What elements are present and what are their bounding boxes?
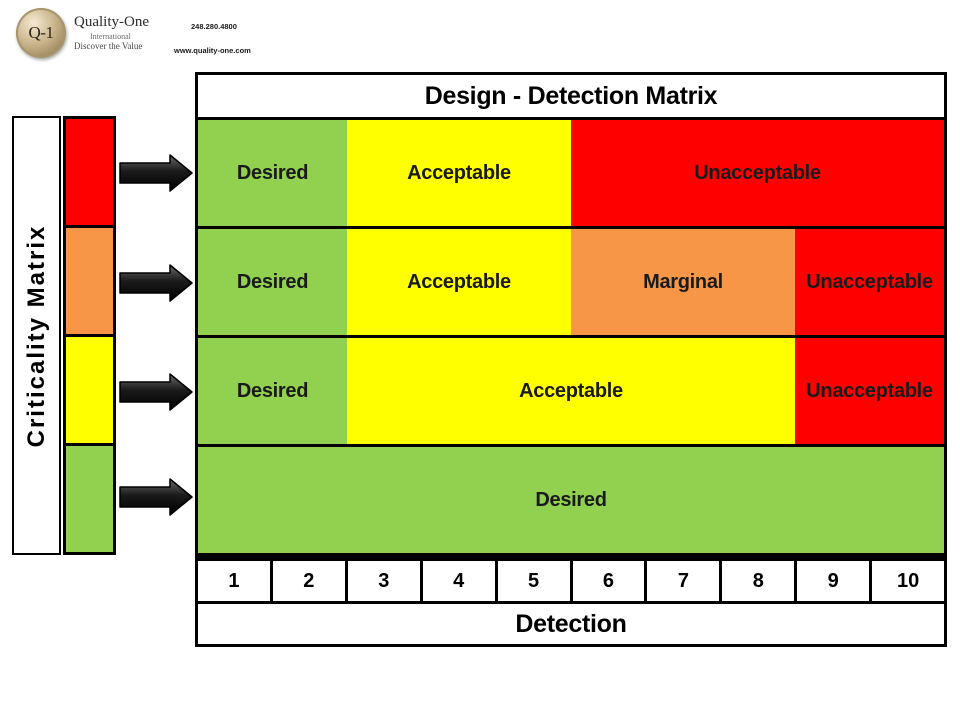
matrix-cell-unacceptable: Unacceptable	[571, 120, 944, 226]
criticality-swatch-orange	[66, 228, 113, 334]
criticality-swatches	[63, 116, 116, 555]
matrix-cell-acceptable: Acceptable	[347, 338, 795, 444]
logo-tagline-international: International	[90, 32, 131, 41]
logo-tagline: Discover the Value	[74, 41, 143, 51]
criticality-swatch-green	[66, 446, 113, 552]
row-arrow-icon	[118, 263, 194, 303]
criticality-label: Criticality Matrix	[22, 224, 50, 447]
row-arrow-icon	[118, 153, 194, 193]
detection-scale-6: 6	[572, 561, 645, 601]
matrix-row-4: Desired	[198, 447, 944, 553]
criticality-swatch-red	[66, 119, 113, 225]
matrix-cell-marginal: Marginal	[571, 229, 795, 335]
matrix-cell-desired: Desired	[198, 120, 347, 226]
criticality-label-box: Criticality Matrix	[12, 116, 61, 555]
detection-axis-label: Detection	[198, 604, 944, 644]
detection-scale-8: 8	[722, 561, 795, 601]
detection-scale-4: 4	[422, 561, 495, 601]
matrix-title: Design - Detection Matrix	[198, 75, 944, 117]
row-arrow-icon	[118, 477, 194, 517]
logo-seal-text: Q-1	[28, 23, 54, 42]
detection-scale-10: 10	[872, 561, 945, 601]
matrix-cell-desired: Desired	[198, 338, 347, 444]
detection-scale-7: 7	[647, 561, 720, 601]
logo-seal: Q-1	[16, 8, 66, 58]
matrix-cell-acceptable: Acceptable	[347, 229, 571, 335]
company-logo: Q-1 Quality-One International Discover t…	[16, 8, 256, 60]
detection-scale-1: 1	[198, 561, 270, 601]
detection-scale-2: 2	[272, 561, 345, 601]
matrix-cell-acceptable: Acceptable	[347, 120, 571, 226]
detection-scale-9: 9	[797, 561, 870, 601]
logo-company-name: Quality-One	[74, 14, 149, 30]
matrix-cell-desired: Desired	[198, 229, 347, 335]
matrix-cell-unacceptable: Unacceptable	[795, 338, 944, 444]
logo-phone: 248.280.4800	[191, 22, 237, 31]
logo-url: www.quality-one.com	[174, 46, 251, 55]
detection-scale-3: 3	[347, 561, 420, 601]
row-arrow-icon	[118, 372, 194, 412]
detection-scale-5: 5	[497, 561, 570, 601]
matrix-cell-desired: Desired	[198, 447, 944, 553]
matrix-cell-unacceptable: Unacceptable	[795, 229, 944, 335]
criticality-swatch-yellow	[66, 337, 113, 443]
